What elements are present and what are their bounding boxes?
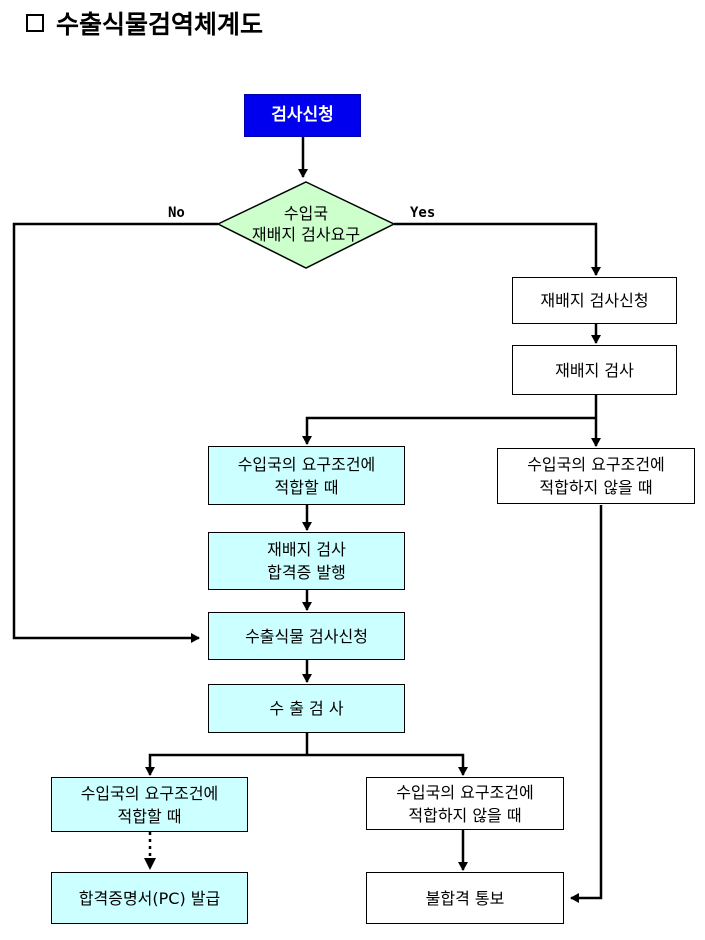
arrow-field-fail-reject bbox=[570, 505, 603, 903]
arrow-yes-branch bbox=[394, 222, 601, 276]
field-fail-node: 수입국의 요구조건에 적합하지 않을 때 bbox=[497, 448, 695, 504]
inspection-request-node: 검사신청 bbox=[244, 94, 361, 137]
export-inspection-node: 수 출 검 사 bbox=[208, 684, 405, 733]
pc-issue-node: 합격증명서(PC) 발급 bbox=[51, 872, 248, 924]
export-pass-node: 수입국의 요구조건에 적합할 때 bbox=[51, 777, 248, 832]
reject-notice-node: 불합격 통보 bbox=[366, 872, 564, 924]
field-inspection-node: 재배지 검사 bbox=[512, 345, 677, 395]
arrow-to-field-pass bbox=[302, 416, 596, 445]
checkbox-square-icon bbox=[26, 14, 44, 32]
export-fail-node: 수입국의 요구조건에 적합하지 않을 때 bbox=[366, 777, 564, 830]
no-label: No bbox=[168, 205, 185, 221]
arrow-no-branch bbox=[12, 222, 218, 643]
field-cert-node: 재배지 검사 합격증 발행 bbox=[208, 532, 405, 590]
field-pass-node: 수입국의 요구조건에 적합할 때 bbox=[208, 446, 405, 505]
export-application-node: 수출식물 검사신청 bbox=[208, 612, 405, 660]
page-title: 수출식물검역체계도 bbox=[26, 6, 263, 40]
decision-diamond bbox=[216, 181, 396, 269]
field-application-node: 재배지 검사신청 bbox=[512, 277, 677, 324]
arrow-to-export-pass bbox=[145, 753, 307, 776]
title-text: 수출식물검역체계도 bbox=[56, 10, 264, 39]
arrow-to-export-fail bbox=[307, 753, 468, 776]
yes-label: Yes bbox=[410, 205, 436, 221]
decision-text: 수입국 재배지 검사요구 bbox=[251, 204, 361, 244]
